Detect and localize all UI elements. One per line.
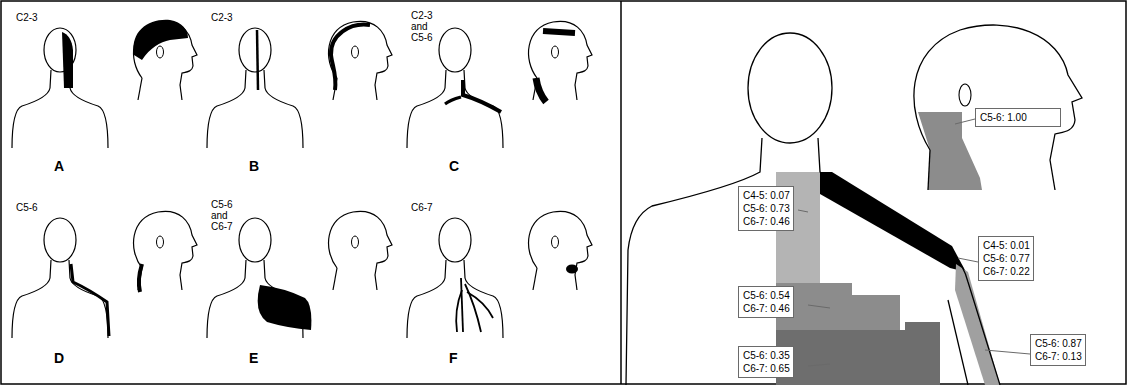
level-label: C2-3 bbox=[211, 12, 271, 23]
leader-line bbox=[798, 210, 808, 212]
pain-area bbox=[139, 264, 142, 292]
side-head bbox=[329, 211, 392, 290]
pattern-d bbox=[12, 211, 197, 338]
callout-value: C5-6: 0.54 bbox=[743, 289, 790, 302]
leader-line bbox=[958, 258, 978, 262]
pattern-f bbox=[407, 211, 592, 338]
callout-box: C5-6: 0.87C6-7: 0.13 bbox=[1030, 334, 1086, 366]
pain-area bbox=[456, 290, 462, 332]
leader-line bbox=[808, 364, 830, 366]
ear-outline bbox=[959, 84, 971, 106]
side-head bbox=[134, 211, 197, 290]
arm-outline bbox=[948, 300, 968, 385]
neck-outline bbox=[928, 150, 930, 190]
leader-line bbox=[955, 119, 975, 124]
panel-letter: C bbox=[449, 158, 469, 174]
level-label: C5-6 and C6-7 bbox=[211, 199, 241, 232]
neck-outline bbox=[1050, 160, 1055, 190]
pain-area bbox=[776, 322, 940, 385]
pain-area bbox=[133, 20, 188, 60]
pain-area bbox=[258, 285, 312, 330]
summary-figure bbox=[626, 25, 1082, 385]
leader-line bbox=[985, 350, 1030, 354]
head-outline bbox=[748, 33, 832, 143]
panel-divider bbox=[620, 1, 622, 384]
callout-box: C4-5: 0.01C5-6: 0.77C6-7: 0.22 bbox=[978, 236, 1034, 281]
pain-area bbox=[918, 112, 982, 190]
pain-area bbox=[62, 32, 73, 88]
panel-letter: F bbox=[449, 350, 469, 366]
callout-value: C5-6: 0.73 bbox=[743, 202, 790, 215]
callout-value: C6-7: 0.22 bbox=[983, 265, 1030, 278]
back-figure bbox=[12, 218, 108, 338]
pain-area bbox=[566, 265, 578, 274]
level-label: C5-6 bbox=[16, 202, 76, 213]
pain-area bbox=[543, 31, 575, 33]
side-head bbox=[329, 21, 392, 100]
panel-letter: A bbox=[54, 158, 74, 174]
pattern-e bbox=[207, 211, 392, 338]
callout-value: C6-7: 0.13 bbox=[1035, 350, 1082, 363]
callout-value: C4-5: 0.07 bbox=[743, 189, 790, 202]
callout-value: C5-6: 0.35 bbox=[743, 349, 790, 362]
back-figure bbox=[407, 28, 503, 148]
pattern-c bbox=[407, 21, 592, 148]
callout-value: C6-7: 0.65 bbox=[743, 362, 790, 375]
callout-box: C4-5: 0.07C5-6: 0.73C6-7: 0.46 bbox=[738, 186, 794, 231]
callout-box: C5-6: 0.35C6-7: 0.65 bbox=[738, 346, 794, 378]
level-label: C6-7 bbox=[411, 202, 471, 213]
back-figure bbox=[207, 28, 303, 148]
panel-letter: E bbox=[249, 350, 269, 366]
callout-value: C6-7: 0.46 bbox=[743, 215, 790, 228]
pain-area bbox=[776, 283, 900, 330]
pain-area bbox=[955, 264, 1000, 385]
pain-area bbox=[71, 264, 109, 336]
panel-letter: D bbox=[54, 350, 74, 366]
callout-box: C5-6: 0.54C6-7: 0.46 bbox=[738, 286, 794, 318]
pain-area bbox=[536, 78, 546, 102]
level-label: C2-3 and C5-6 bbox=[411, 10, 441, 43]
callout-value: C5-6: 1.00 bbox=[980, 111, 1057, 124]
pain-area bbox=[467, 292, 493, 318]
leader-line bbox=[808, 305, 830, 308]
pain-area bbox=[445, 97, 461, 104]
callout-box: C5-6: 1.00 bbox=[975, 108, 1061, 127]
callout-value: C4-5: 0.01 bbox=[983, 239, 1030, 252]
callout-value: C5-6: 0.87 bbox=[1035, 337, 1082, 350]
callout-value: C6-7: 0.46 bbox=[743, 302, 790, 315]
side-head bbox=[529, 211, 592, 290]
pain-area bbox=[465, 284, 481, 332]
panel-letter: B bbox=[249, 158, 269, 174]
back-figure bbox=[407, 218, 503, 338]
pain-area bbox=[257, 30, 258, 90]
level-label: C2-3 bbox=[16, 12, 76, 23]
pattern-b bbox=[207, 21, 392, 148]
pain-area bbox=[331, 25, 370, 90]
pain-area bbox=[461, 278, 463, 332]
side-head-outline bbox=[914, 25, 1082, 160]
callout-value: C5-6: 0.77 bbox=[983, 252, 1030, 265]
back-figure bbox=[12, 28, 108, 148]
pattern-a bbox=[12, 20, 197, 148]
pain-area bbox=[463, 80, 501, 112]
